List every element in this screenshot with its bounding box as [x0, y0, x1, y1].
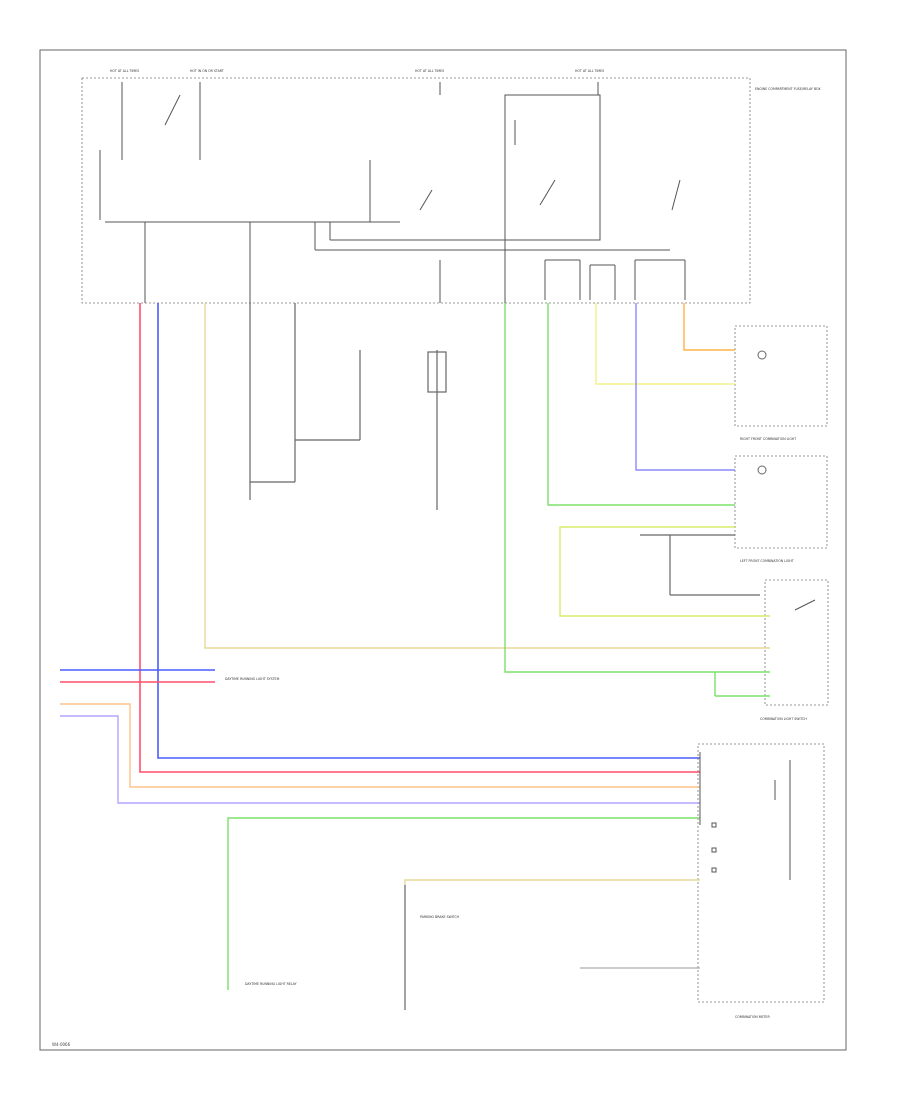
footer-code: W4-0066 — [52, 1042, 71, 1047]
svg-text:PARKING BRAKE SWITCH: PARKING BRAKE SWITCH — [420, 915, 460, 919]
svg-text:LEFT FRONT COMBINATION LIGHT: LEFT FRONT COMBINATION LIGHT — [740, 559, 794, 563]
relay-inner-box — [504, 94, 601, 241]
svg-text:DAYTIME RUNNING LIGHT RELAY: DAYTIME RUNNING LIGHT RELAY — [245, 982, 297, 986]
diagram-labels: HOT AT ALL TIMES HOT IN ON OR START HOT … — [110, 69, 821, 1019]
diagram-frame — [39, 49, 847, 1051]
right-connector-box-1 — [734, 325, 828, 427]
right-connector-box-2 — [734, 455, 828, 549]
right-switch-box — [764, 579, 829, 706]
svg-text:RIGHT FRONT COMBINATION LIGHT: RIGHT FRONT COMBINATION LIGHT — [740, 437, 796, 441]
fuse-relay-internals — [99, 82, 686, 303]
svg-text:COMBINATION LIGHT SWITCH: COMBINATION LIGHT SWITCH — [760, 717, 807, 721]
svg-text:ENGINE COMPARTMENT FUSE/RELAY: ENGINE COMPARTMENT FUSE/RELAY BOX — [755, 87, 821, 91]
control-unit-box — [697, 743, 825, 1003]
ground-wires — [249, 303, 760, 1010]
fuse-relay-box — [81, 77, 751, 304]
svg-text:COMBINATION METER: COMBINATION METER — [735, 1015, 770, 1019]
svg-text:DAYTIME RUNNING LIGHT SYSTEM: DAYTIME RUNNING LIGHT SYSTEM — [225, 677, 280, 681]
svg-text:HOT IN ON OR START: HOT IN ON OR START — [190, 69, 224, 73]
connector-pins — [699, 350, 816, 880]
svg-text:HOT AT ALL TIMES: HOT AT ALL TIMES — [415, 69, 444, 73]
colored-wires — [60, 303, 770, 990]
svg-text:HOT AT ALL TIMES: HOT AT ALL TIMES — [575, 69, 604, 73]
svg-text:HOT AT ALL TIMES: HOT AT ALL TIMES — [110, 69, 139, 73]
